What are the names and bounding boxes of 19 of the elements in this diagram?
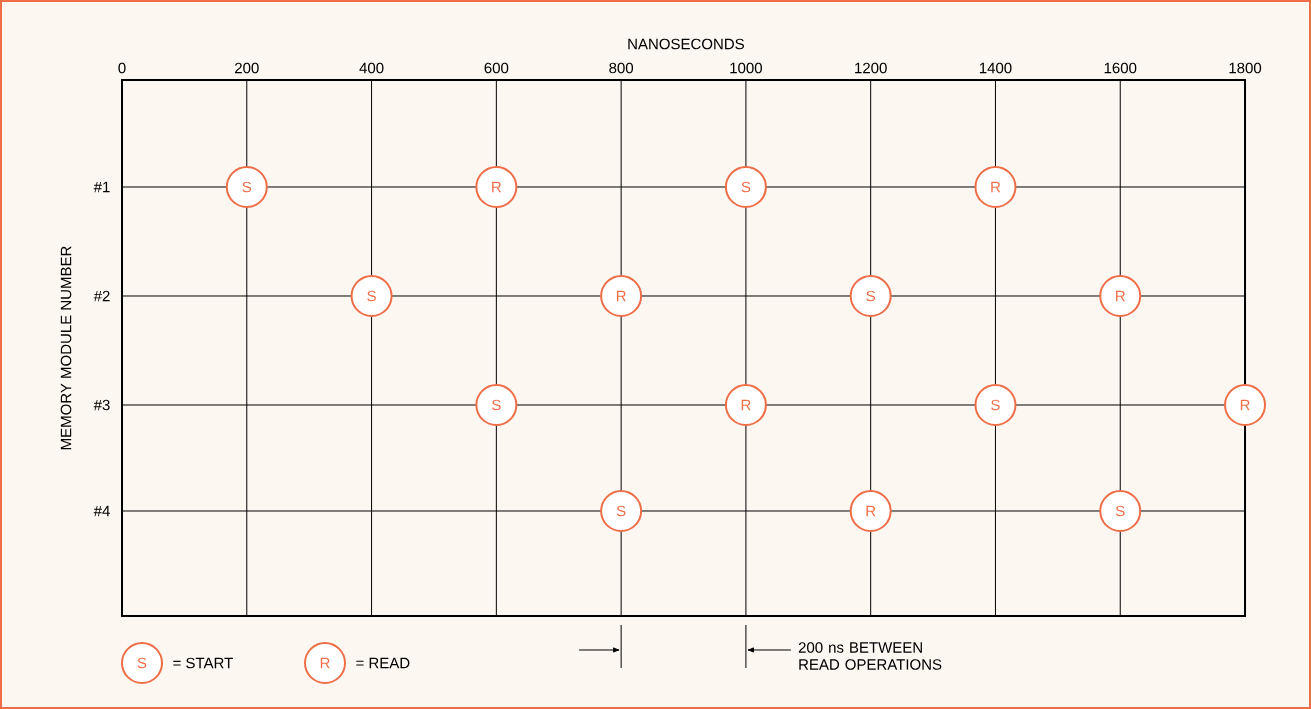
row-label: #1 bbox=[93, 181, 110, 193]
tick-label: 200 bbox=[235, 62, 259, 74]
axis-title: NANOSECONDS bbox=[628, 38, 744, 50]
tick-label: 1800 bbox=[1229, 62, 1262, 74]
row-label: #2 bbox=[93, 290, 110, 302]
tick-label: 400 bbox=[359, 62, 384, 74]
node-label: = READ bbox=[356, 657, 410, 669]
tick-label: 1600 bbox=[1104, 62, 1137, 74]
tick-label: 1000 bbox=[730, 62, 762, 74]
axis-title: MEMORY MODULE NUMBER bbox=[60, 246, 72, 450]
row-label: #4 bbox=[93, 505, 110, 517]
tick-label: 1400 bbox=[979, 62, 1012, 74]
tick-label: 1200 bbox=[855, 62, 887, 74]
note: 200 ns BETWEEN READ OPERATIONS bbox=[798, 642, 942, 670]
row-label: #3 bbox=[93, 399, 110, 411]
tick-label: 0 bbox=[118, 62, 126, 74]
node-label: = START bbox=[173, 657, 233, 669]
tick-label: 800 bbox=[609, 62, 634, 74]
tick-label: 600 bbox=[484, 62, 509, 74]
